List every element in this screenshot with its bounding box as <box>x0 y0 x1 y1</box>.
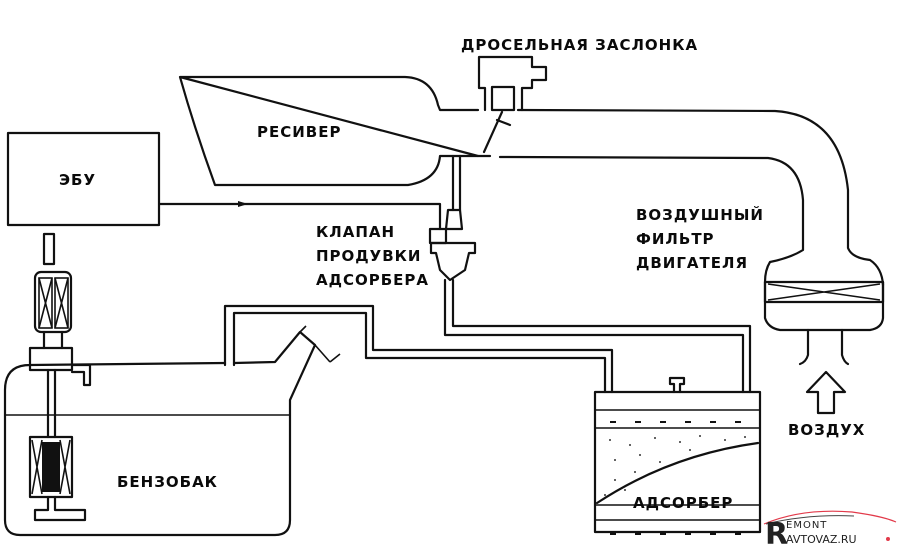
purge-valve <box>428 208 477 282</box>
adsorber-label: АДСОРБЕР <box>633 494 734 512</box>
purge-line-lower <box>443 278 752 394</box>
ecu-label: ЭБУ <box>59 171 97 189</box>
adsorber-canister <box>593 376 762 535</box>
logo-letter: R <box>765 517 789 552</box>
purge-valve-label-line: ПРОДУВКИ <box>316 247 422 265</box>
intake-pipe-lower <box>476 154 805 284</box>
logo-dot <box>886 537 890 541</box>
air-label: ВОЗДУХ <box>788 421 866 439</box>
logo-line2: AVTOVAZ.RU <box>786 533 857 546</box>
throttle-label: ДРОСЕЛЬНАЯ ЗАСЛОНКА <box>461 36 699 54</box>
logo-line1: EMONT <box>786 520 828 531</box>
car-swoosh-icon <box>763 510 897 525</box>
air-inlet-arrow-icon <box>805 370 847 415</box>
intake-pipe-upper <box>516 108 885 287</box>
ecu-signal-wire <box>158 202 442 231</box>
fuel-tank-label: БЕНЗОБАК <box>117 473 218 491</box>
throttle-body <box>477 55 548 154</box>
ecu-box <box>6 131 161 227</box>
purge-line-upper <box>451 154 462 212</box>
receiver-label: РЕСИВЕР <box>257 123 342 141</box>
tank-vent-line <box>223 304 614 394</box>
receiver-outline <box>178 75 480 187</box>
arrow-icon <box>238 201 248 207</box>
air-filter-label-line: ВОЗДУШНЫЙ <box>636 206 764 224</box>
fuel-tank <box>3 325 341 537</box>
purge-valve-label: КЛАПАН ПРОДУВКИ АДСОРБЕРА <box>316 220 429 292</box>
air-filter-label-line: ФИЛЬТР <box>636 230 715 248</box>
purge-valve-label-line: АДСОРБЕРА <box>316 271 430 289</box>
purge-valve-label-line: КЛАПАН <box>316 223 396 241</box>
air-filter-label: ВОЗДУШНЫЙ ФИЛЬТР ДВИГАТЕЛЯ <box>636 203 764 275</box>
air-filter-label-line: ДВИГАТЕЛЯ <box>636 254 749 272</box>
watermark-logo: R EMONT AVTOVAZ.RU <box>762 510 900 552</box>
fuel-filter <box>33 232 73 350</box>
air-filter <box>763 280 885 366</box>
